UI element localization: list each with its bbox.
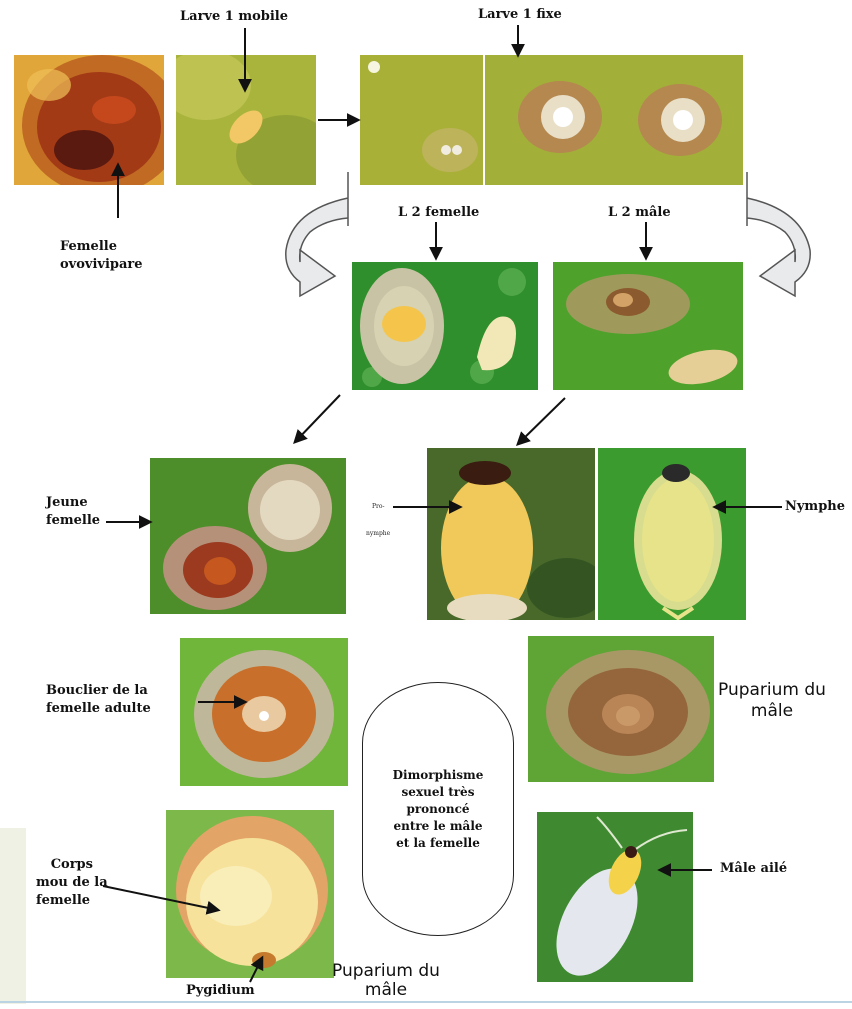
label-line: mâle xyxy=(718,701,826,722)
arrow-to-pronymphe xyxy=(518,398,565,444)
label-femelle-ovovivipare: Femelle ovovivipare xyxy=(60,238,143,274)
label-line: mou de la xyxy=(36,874,108,892)
photo-nymphe xyxy=(598,448,746,620)
dimorphisme-line: et la femelle xyxy=(393,835,484,852)
label-larve1-mobile: Larve 1 mobile xyxy=(180,8,288,26)
dimorphisme-oval: Dimorphisme sexuel très prononcé entre l… xyxy=(362,682,514,936)
label-pronymphe-2: nymphe xyxy=(366,530,390,537)
label-corps-mou: Corps mou de la femelle xyxy=(36,856,108,910)
photo-larve1-fixe-right xyxy=(485,55,743,185)
photo-l2-femelle xyxy=(352,262,538,390)
photo-bouclier-femelle xyxy=(180,638,348,786)
arrow-to-jeune xyxy=(295,395,340,442)
dimorphisme-line: Dimorphisme xyxy=(393,767,484,784)
label-pronymphe-1: Pro- xyxy=(372,503,385,510)
bottom-rule xyxy=(0,1001,852,1003)
label-line: Femelle xyxy=(60,238,143,256)
label-line: Bouclier de la xyxy=(46,682,151,700)
dimorphisme-text: Dimorphisme sexuel très prononcé entre l… xyxy=(393,767,484,852)
label-line: Corps xyxy=(36,856,108,874)
label-line: Puparium du xyxy=(718,680,826,701)
label-line: ovovivipare xyxy=(60,256,143,274)
label-line: Jeune xyxy=(46,494,100,512)
photo-l2-male xyxy=(553,262,743,390)
label-line: mâle xyxy=(332,981,440,1000)
label-line: Puparium du xyxy=(332,962,440,981)
dimorphisme-line: sexuel très xyxy=(393,784,484,801)
label-bouclier-femelle: Bouclier de la femelle adulte xyxy=(46,682,151,718)
photo-male-aile xyxy=(537,812,693,982)
label-l2-femelle: L 2 femelle xyxy=(398,204,479,222)
photo-puparium-male xyxy=(528,636,714,782)
dimorphisme-line: prononcé xyxy=(393,801,484,818)
label-line: femelle xyxy=(36,892,108,910)
label-larve1-fixe: Larve 1 fixe xyxy=(478,6,562,24)
dimorphisme-line: entre le mâle xyxy=(393,818,484,835)
curved-arrow-right xyxy=(747,172,810,296)
label-puparium-male: Puparium du mâle xyxy=(718,680,826,722)
label-pygidium: Pygidium xyxy=(186,982,255,1000)
label-puparium-male-bottom: Puparium du mâle xyxy=(332,962,440,1000)
label-line: femelle adulte xyxy=(46,700,151,718)
photo-femelle-ovovivipare xyxy=(14,55,164,185)
photo-pronymphe xyxy=(427,448,595,620)
photo-corps-mou-femelle xyxy=(166,810,334,978)
label-l2-male: L 2 mâle xyxy=(608,204,671,222)
photo-jeune-femelle xyxy=(150,458,346,614)
side-panel xyxy=(0,828,26,1004)
label-line: femelle xyxy=(46,512,100,530)
label-jeune-femelle: Jeune femelle xyxy=(46,494,100,530)
label-nymphe: Nymphe xyxy=(785,498,845,516)
label-male-aile: Mâle ailé xyxy=(720,860,787,878)
photo-larve1-mobile xyxy=(176,55,316,185)
photo-larve1-fixe-left xyxy=(360,55,483,185)
curved-arrow-left xyxy=(286,172,348,296)
